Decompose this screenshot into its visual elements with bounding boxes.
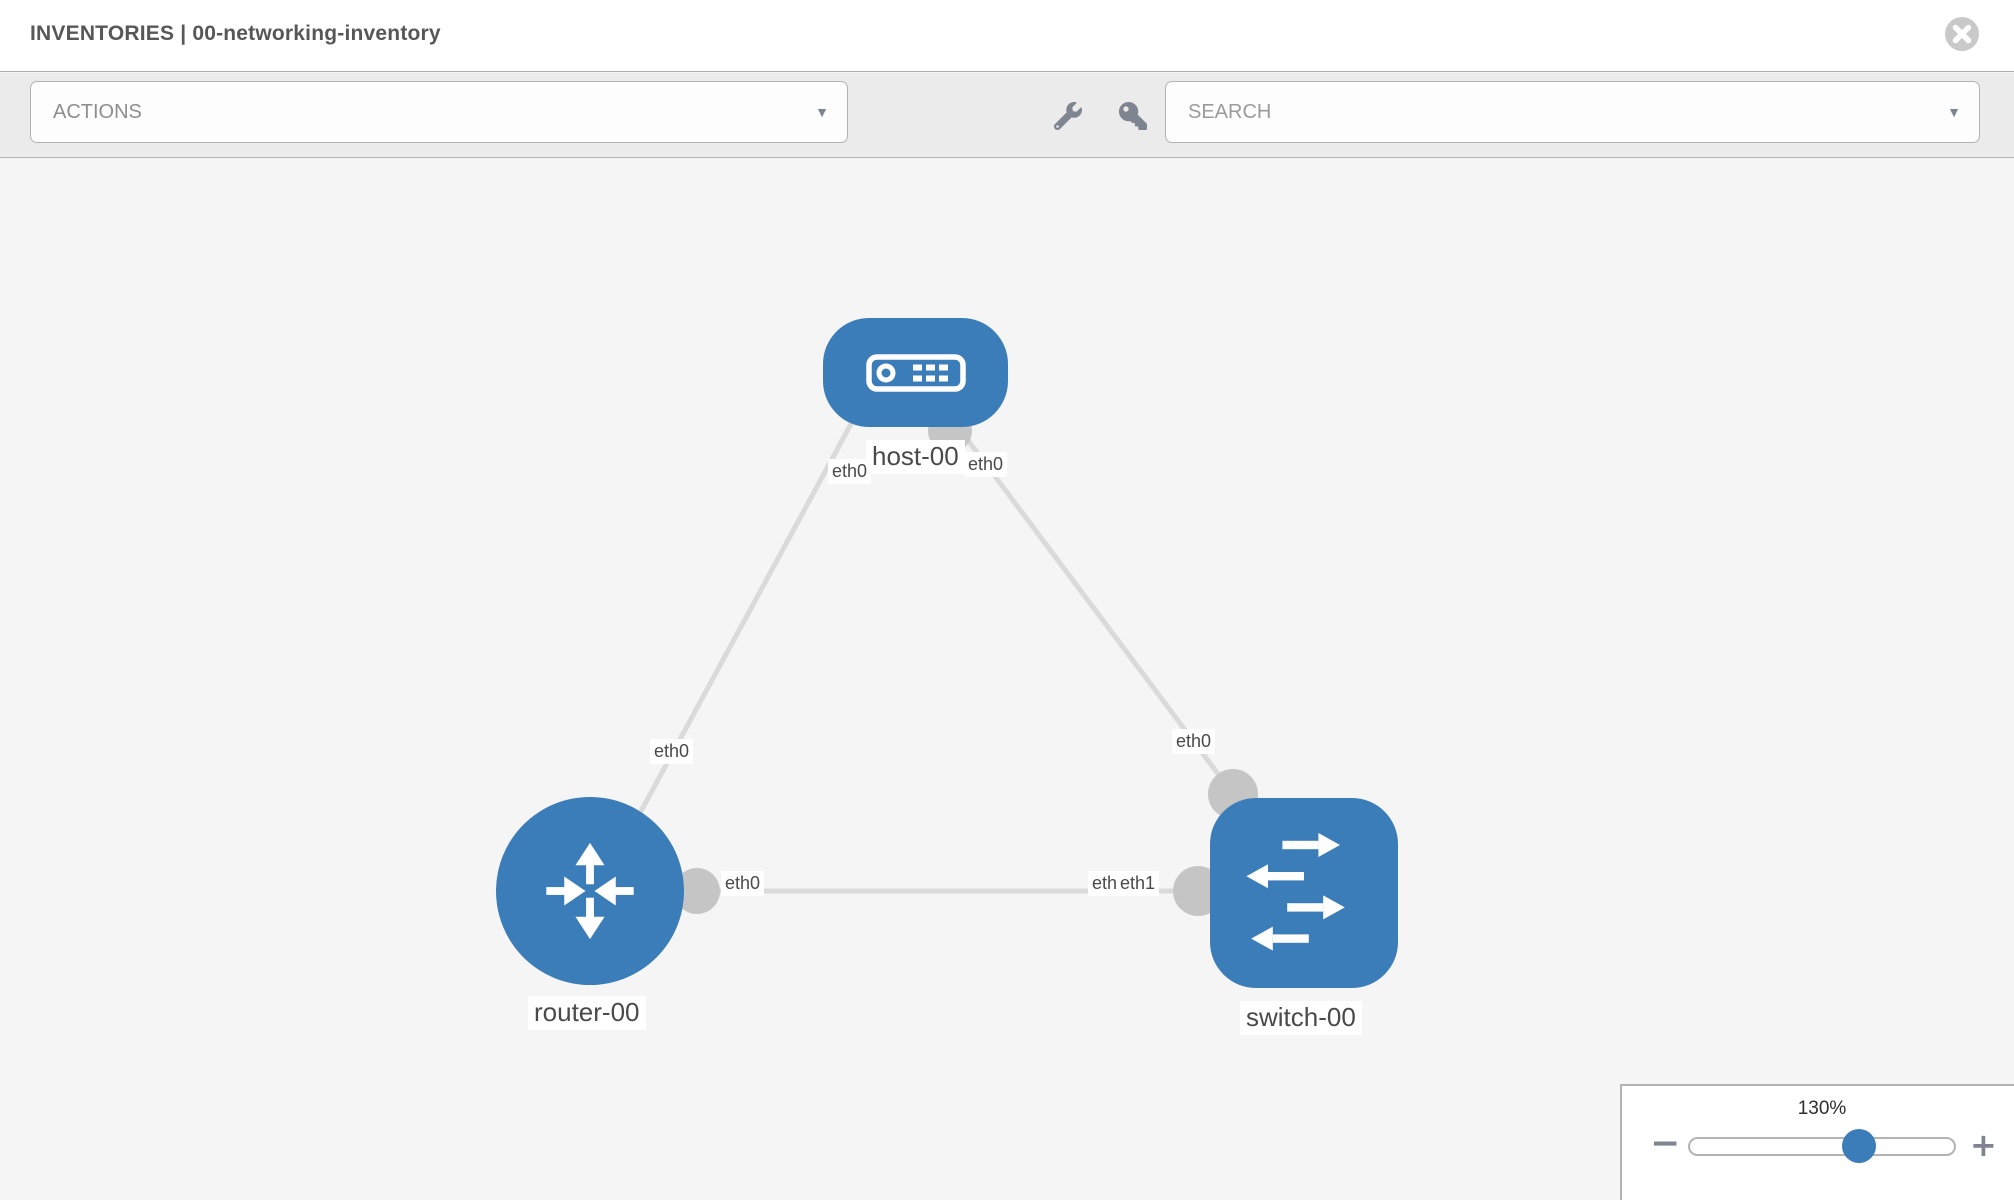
node-host-00[interactable] [823,318,1008,427]
minus-icon: − [1650,1123,1681,1164]
chevron-down-icon: ▼ [815,104,829,120]
search-placeholder: SEARCH [1188,100,1272,123]
topology-links-layer [590,409,1304,916]
server-icon [865,353,966,392]
plus-icon: + [1970,1126,1997,1164]
page-title: INVENTORIES | 00-networking-inventory [30,22,441,45]
switch-icon [1246,833,1345,951]
zoom-panel: 130% − + [1620,1084,2014,1200]
interface-label-link-right-front: eth1 [1116,871,1160,896]
node-label-host: host-00 [866,440,965,474]
interface-label-host-right: eth0 [964,452,1008,477]
router-icon [546,842,634,940]
actions-dropdown-label: ACTIONS [53,100,142,123]
credentials-button[interactable] [1117,100,1149,132]
node-label-router: router-00 [528,996,646,1030]
chevron-down-icon: ▼ [1947,104,1961,120]
search-dropdown[interactable]: SEARCH ▼ [1165,81,1980,143]
interface-label-router-top: eth0 [650,739,694,764]
zoom-in-button[interactable]: + [1970,1129,1997,1161]
node-router-00[interactable] [496,797,684,985]
zoom-slider-thumb[interactable] [1841,1129,1876,1163]
interface-label-switch-top: eth0 [1172,729,1216,754]
node-switch-00[interactable] [1210,798,1398,988]
topology-canvas[interactable]: host-00 router-00 switch-00 eth0 eth0 et… [0,159,2014,1200]
toolbar: ACTIONS ▼ SEARCH ▼ [0,73,2014,158]
close-icon [1945,17,1979,51]
close-button[interactable] [1944,16,1980,52]
interface-label-host-left: eth0 [828,459,872,484]
key-icon [1119,102,1147,130]
interface-dot-router [674,868,720,914]
node-label-switch: switch-00 [1240,1001,1362,1035]
zoom-slider[interactable] [1688,1129,1956,1163]
actions-dropdown[interactable]: ACTIONS ▼ [30,81,848,143]
wrench-icon [1054,102,1082,130]
interface-label-link-left: eth0 [721,871,765,896]
configure-button[interactable] [1052,100,1084,132]
zoom-level-readout: 130% [1797,1098,1847,1119]
zoom-out-button[interactable]: − [1650,1126,1680,1162]
header: INVENTORIES | 00-networking-inventory [0,0,2014,72]
